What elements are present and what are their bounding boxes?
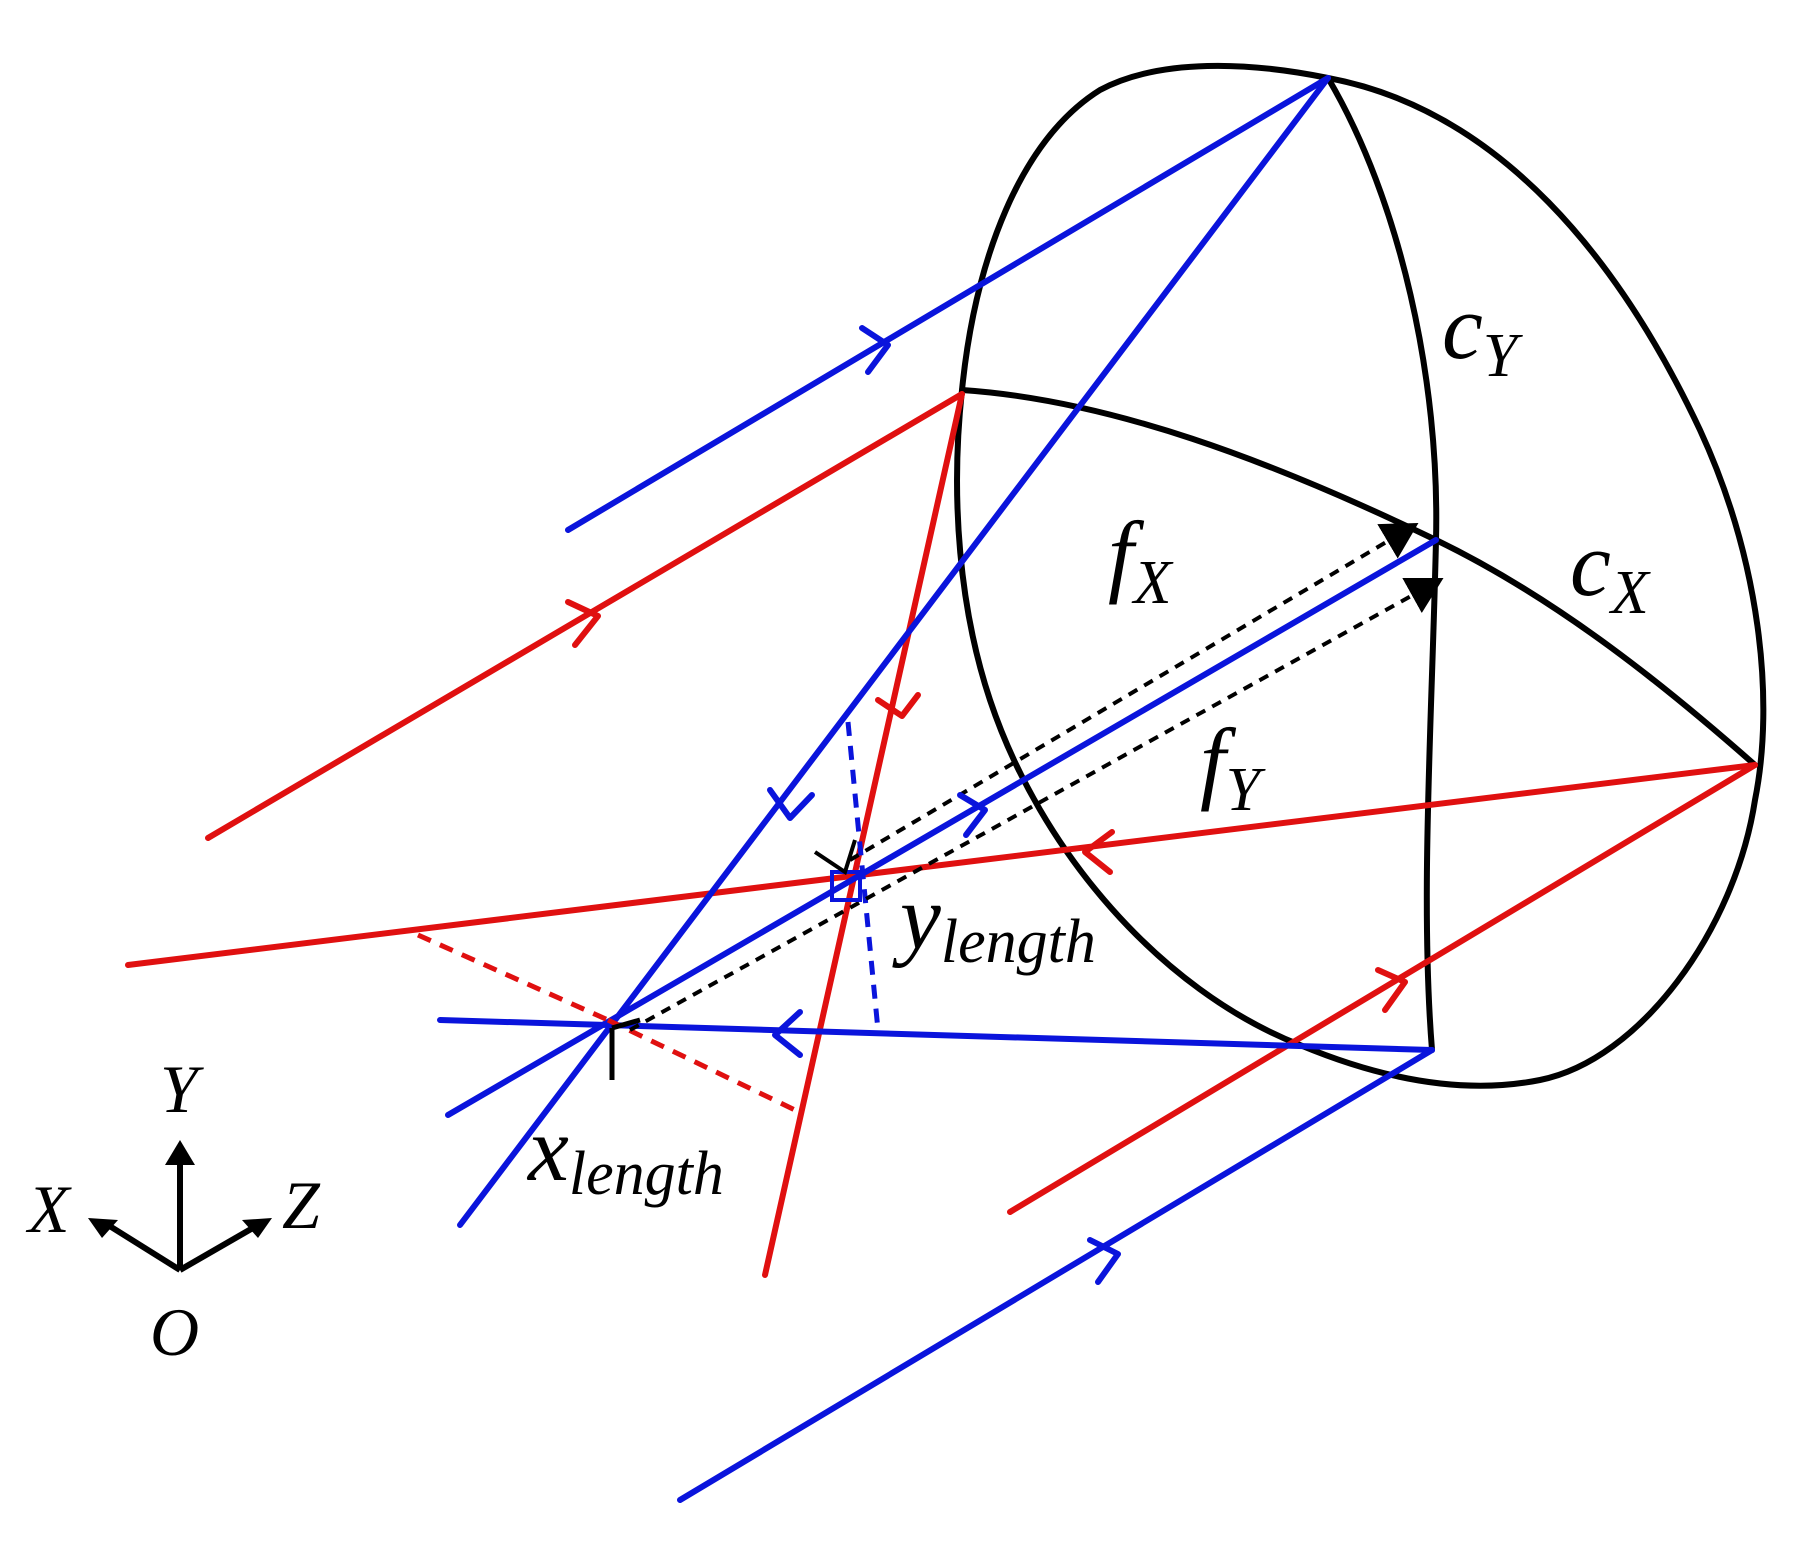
red-dash-xlength-b [606,1017,797,1113]
axis-label-z: Z [282,1167,321,1243]
red-arrow-1 [565,599,601,648]
blue-arrow-5 [1087,1237,1121,1285]
reflector-rim [954,62,1767,1089]
reflector-meridian-x [959,387,1758,768]
blue-arrow-4 [772,1009,803,1058]
red-arrow-3 [1082,829,1115,875]
red-ray-reflected-upper [762,391,965,1278]
label-fX: fX [1108,503,1174,617]
red-arrow-4 [1375,967,1408,1013]
blue-ray-incoming-lower [677,1047,1435,1503]
blue-ray-reflected-lower [437,1017,1435,1053]
label-xlength: xlength [526,1098,724,1208]
label-cX: cX [1570,513,1651,627]
axis-label-y: Y [160,1051,204,1127]
blue-dash-ylength [845,721,881,1031]
red-ray-incoming-lower [1007,762,1758,1215]
reflector-meridian-y [1325,75,1440,1053]
red-arrow-2 [875,692,921,719]
focus-corner-y [813,839,857,876]
blue-ray-incoming-upper [565,75,1331,533]
blue-arrow-2 [767,787,815,821]
axis-label-x: X [25,1171,72,1247]
red-dash-xlength-a [416,932,610,1023]
blue-ray-reflected-upper [457,75,1331,1228]
label-fY: fY [1200,710,1266,824]
label-cY: cY [1442,276,1523,390]
focus-corner-x-2 [611,1017,641,1031]
blue-arrow-3 [957,792,988,838]
label-ylength: ylength [892,866,1096,976]
red-ray-reflected-right [125,762,1758,968]
axis-label-origin: O [150,1294,199,1370]
blue-arrow-1 [859,325,891,375]
coordinate-axes [88,1140,272,1273]
black-dash-fX [848,522,1419,862]
red-ray-incoming-upper [205,391,965,841]
blue-ray-axis [445,537,1439,1118]
